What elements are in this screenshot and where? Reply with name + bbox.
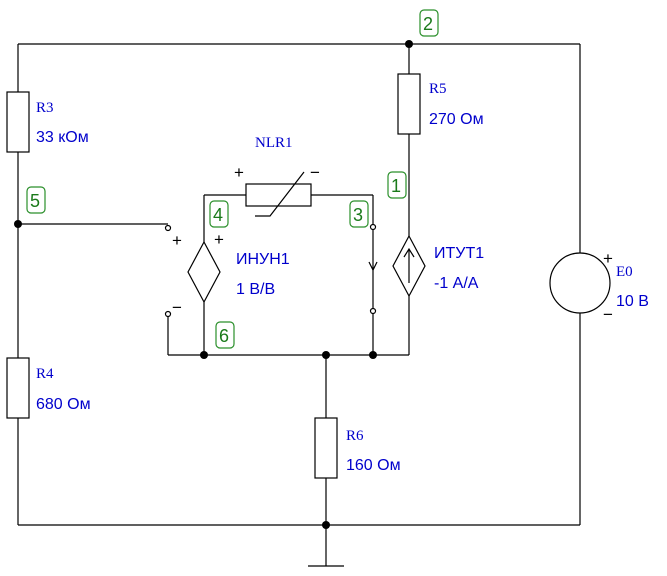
cccs-itut1[interactable] bbox=[392, 234, 426, 298]
node-1-text: 1 bbox=[391, 176, 401, 196]
e0-value: 10 В bbox=[616, 293, 649, 310]
inun1-name: ИНУН1 bbox=[236, 251, 290, 268]
resistor-r4[interactable] bbox=[6, 357, 30, 419]
itut1-name: ИТУТ1 bbox=[434, 245, 484, 262]
junction-node2 bbox=[405, 40, 413, 48]
e0-name: E0 bbox=[616, 264, 633, 280]
r6-name: R6 bbox=[346, 428, 364, 444]
node-3-text: 3 bbox=[353, 205, 363, 225]
terminal-ammeter-top bbox=[369, 223, 377, 231]
inun1-plus-sign: + bbox=[214, 230, 224, 249]
e0-plus-sign: + bbox=[603, 249, 613, 268]
nlr1-plus-sign: + bbox=[234, 163, 244, 182]
node-label-1: 1 bbox=[387, 171, 407, 199]
nonlinear-resistor-nlr1[interactable] bbox=[245, 171, 312, 217]
inun1-value: 1 В/В bbox=[236, 281, 275, 298]
vcvs-inun1[interactable] bbox=[187, 240, 221, 304]
control-minus-sign: − bbox=[172, 298, 182, 317]
r3-name: R3 bbox=[36, 100, 54, 116]
node-label-6: 6 bbox=[215, 321, 235, 349]
node-label-5: 5 bbox=[26, 186, 46, 214]
node-label-2: 2 bbox=[419, 9, 439, 37]
resistor-r6[interactable] bbox=[314, 417, 338, 479]
terminal-control-plus bbox=[164, 224, 172, 232]
terminal-ammeter-bottom bbox=[369, 307, 377, 315]
nlr1-name: NLR1 bbox=[255, 135, 293, 151]
junction-node5 bbox=[14, 220, 22, 228]
junction-node6-right bbox=[369, 351, 377, 359]
r6-value: 160 Ом bbox=[346, 457, 401, 474]
resistor-r5[interactable] bbox=[397, 73, 421, 135]
nlr1-minus-sign: − bbox=[310, 163, 320, 182]
r3-value: 33 кОм bbox=[36, 129, 89, 146]
junction-node6-mid bbox=[322, 351, 330, 359]
r5-name: R5 bbox=[429, 81, 447, 97]
node-6-text: 6 bbox=[219, 326, 229, 346]
r4-value: 680 Ом bbox=[36, 396, 91, 413]
junction-node6-left bbox=[200, 351, 208, 359]
itut1-value: -1 А/А bbox=[434, 275, 479, 292]
terminal-control-minus bbox=[164, 310, 172, 318]
e0-minus-sign: − bbox=[603, 305, 613, 324]
ammeter-arrow-icon bbox=[368, 261, 378, 272]
resistor-r3[interactable] bbox=[6, 91, 30, 153]
r5-value: 270 Ом bbox=[429, 111, 484, 128]
node-label-4: 4 bbox=[209, 200, 229, 228]
junction-ground bbox=[322, 521, 330, 529]
node-2-text: 2 bbox=[423, 14, 433, 34]
voltage-source-e0[interactable] bbox=[549, 252, 611, 314]
node-label-3: 3 bbox=[349, 200, 369, 228]
r4-name: R4 bbox=[36, 366, 54, 382]
control-plus-sign: + bbox=[172, 231, 182, 250]
node-5-text: 5 bbox=[30, 191, 40, 211]
node-4-text: 4 bbox=[213, 205, 223, 225]
